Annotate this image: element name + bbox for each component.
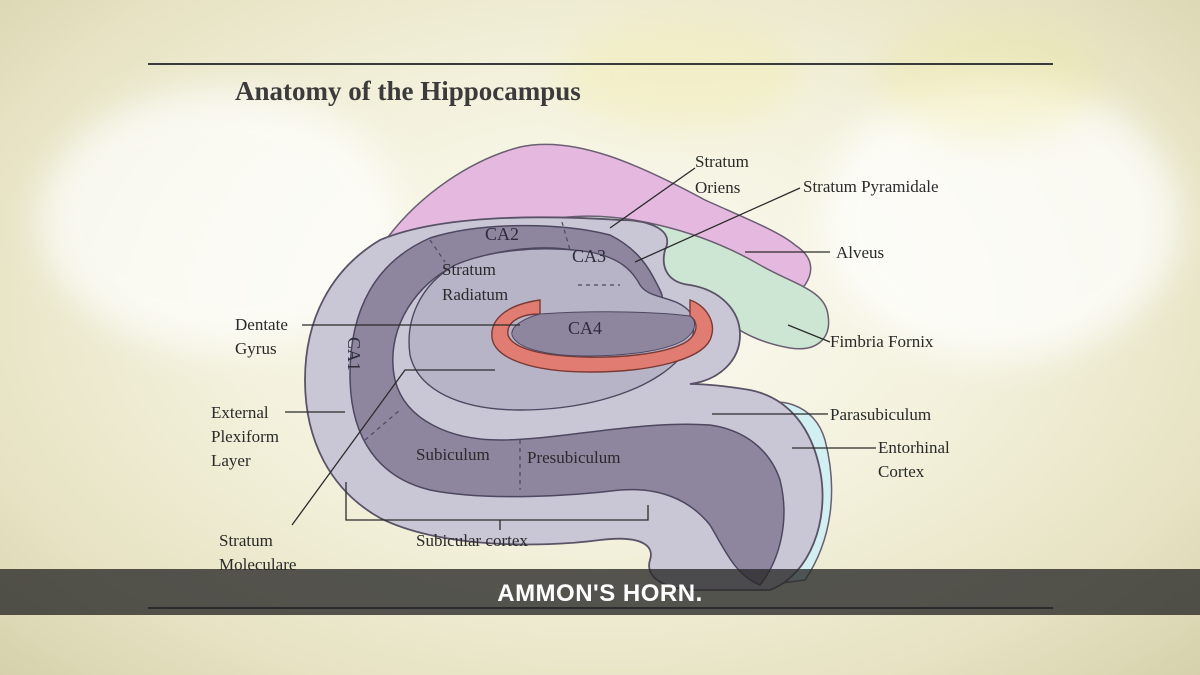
leader-lines <box>285 167 876 530</box>
label-stratum-moleculare-1: Stratum <box>219 531 273 550</box>
page-title: Anatomy of the Hippocampus <box>235 76 581 106</box>
label-subiculum: Subiculum <box>416 445 490 464</box>
dentate-gyrus-region <box>491 299 714 373</box>
field-boundaries <box>364 221 620 490</box>
label-alveus: Alveus <box>836 243 884 262</box>
label-stratum-oriens-1: Stratum <box>695 152 749 171</box>
label-stratum-pyramidale: Stratum Pyramidale <box>803 177 939 196</box>
label-subicular-cortex: Subicular cortex <box>416 531 528 550</box>
label-parasubiculum: Parasubiculum <box>830 405 931 424</box>
label-stratum-radiatum-2: Radiatum <box>442 285 508 304</box>
label-ca2: CA2 <box>485 224 519 244</box>
label-stratum-oriens-2: Oriens <box>695 178 740 197</box>
label-external-plexiform-3: Layer <box>211 451 251 470</box>
label-ca3: CA3 <box>572 246 606 266</box>
label-ca4: CA4 <box>568 318 602 338</box>
label-entorhinal-2: Cortex <box>878 462 925 481</box>
caption-text: AMMON'S HORN. <box>497 580 703 607</box>
label-dentate-gyrus-1: Dentate <box>235 315 288 334</box>
ca4-region <box>511 311 695 357</box>
label-presubiculum: Presubiculum <box>527 448 621 467</box>
label-external-plexiform-2: Plexiform <box>211 427 279 446</box>
label-external-plexiform-1: External <box>211 403 269 422</box>
label-ca1: CA1 <box>344 337 364 371</box>
label-dentate-gyrus-2: Gyrus <box>235 339 277 358</box>
label-entorhinal-1: Entorhinal <box>878 438 950 457</box>
label-stratum-radiatum-1: Stratum <box>442 260 496 279</box>
caption-bar <box>0 569 1200 615</box>
label-fimbria-fornix: Fimbria Fornix <box>830 332 934 351</box>
top-divider <box>148 63 1053 65</box>
